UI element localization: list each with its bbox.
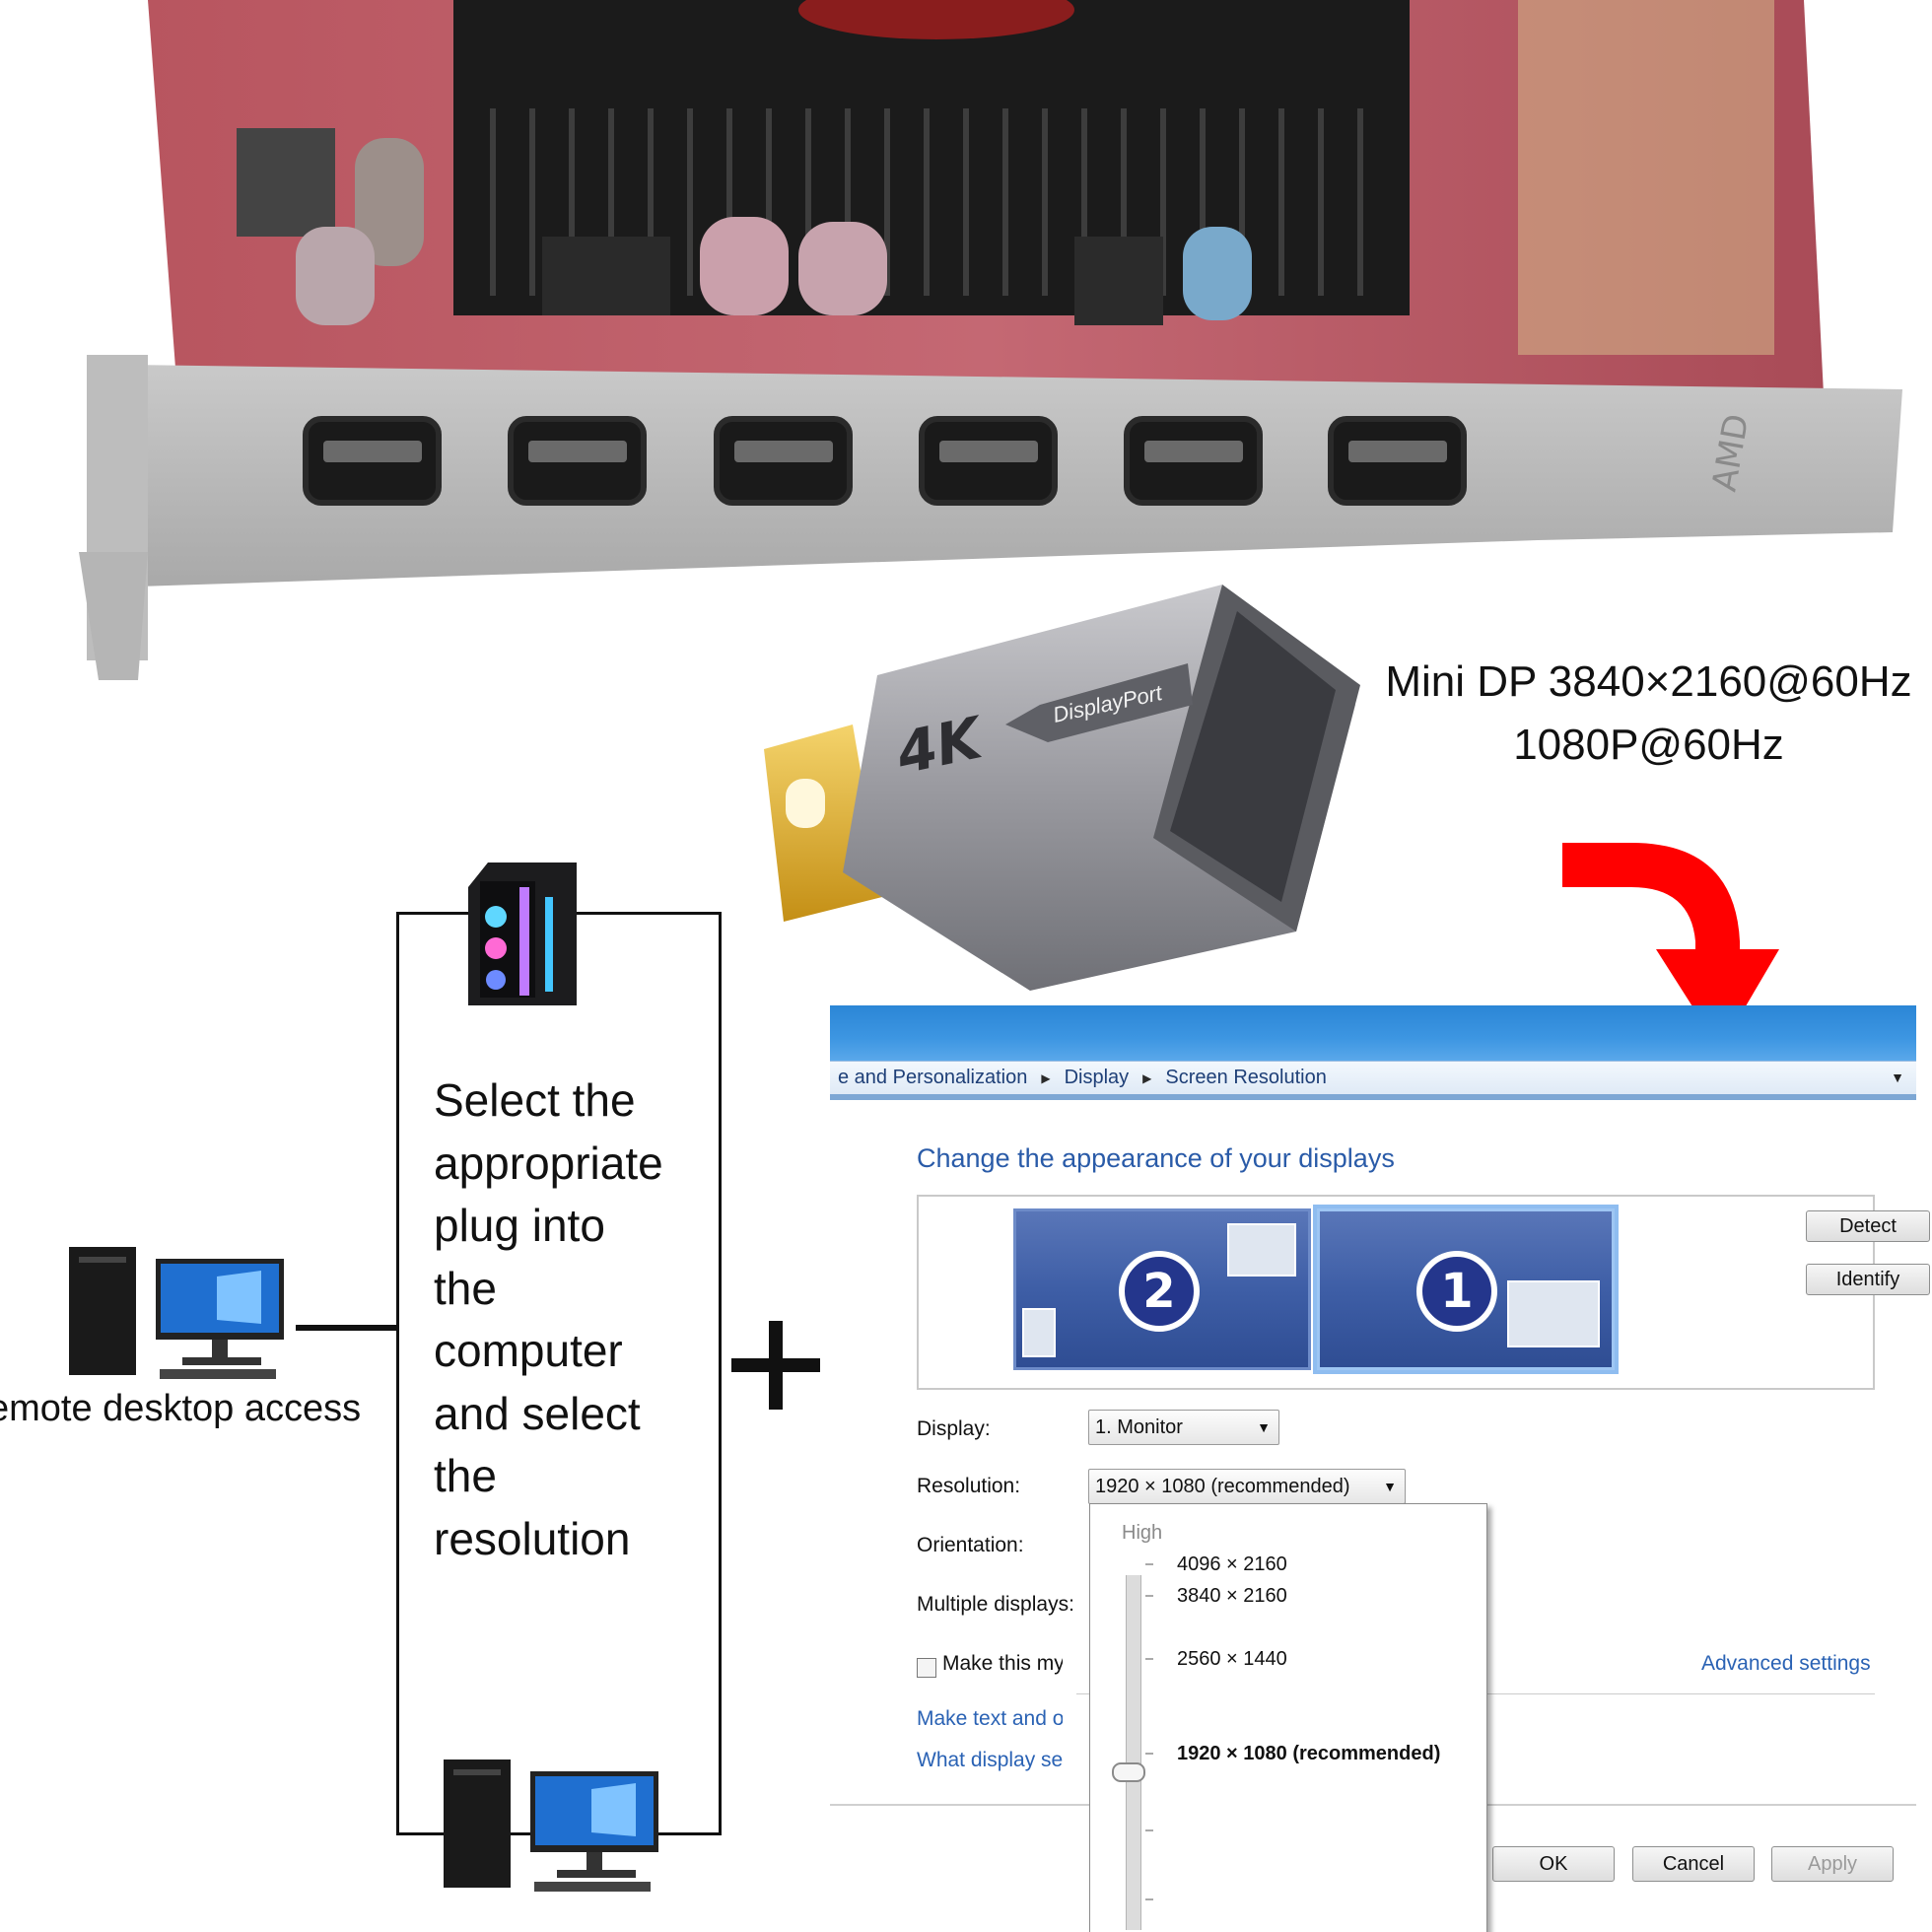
resolution-spec: Mini DP 3840×2160@60Hz 1080P@60Hz [1365, 651, 1932, 777]
window-thumbnail-icon [1227, 1223, 1296, 1276]
instruction-line: computer [434, 1325, 623, 1376]
breadcrumb-personalization[interactable]: e and Personalization [838, 1067, 1028, 1088]
chevron-right-icon[interactable]: ▶ [1142, 1070, 1152, 1085]
chevron-down-icon[interactable]: ▼ [1891, 1070, 1904, 1085]
page-title: Change the appearance of your displays [917, 1143, 1395, 1173]
remote-desktop-label: emote desktop access [0, 1388, 362, 1429]
instruction-line: resolution [434, 1512, 631, 1564]
resolution-option[interactable]: 3840 × 2160 [1177, 1585, 1287, 1607]
window-thumbnail-icon [1022, 1308, 1056, 1357]
advanced-settings-link[interactable]: Advanced settings [1701, 1652, 1871, 1675]
instruction-line: Select the [434, 1074, 636, 1126]
resolution-option[interactable]: 4096 × 2160 [1177, 1553, 1287, 1575]
instruction-line: the [434, 1262, 497, 1314]
slider-tick [1145, 1658, 1153, 1660]
resolution-select[interactable]: 1920 × 1080 (recommended) ▼ [1088, 1469, 1406, 1504]
screen-resolution-window: e and Personalization ▶ Display ▶ Screen… [830, 1005, 1932, 1932]
graphics-card-image: AMD [79, 0, 1902, 680]
window-titlebar[interactable] [830, 1005, 1916, 1061]
text-size-link[interactable]: Make text and other [917, 1707, 1063, 1730]
plus-icon [731, 1321, 820, 1410]
monitor-1-tile[interactable]: 1 [1317, 1208, 1615, 1370]
resolution-option[interactable]: 2560 × 1440 [1177, 1648, 1287, 1670]
instruction-line: plug into [434, 1200, 605, 1251]
resolution-select-value: 1920 × 1080 (recommended) [1095, 1476, 1350, 1497]
instruction-line: appropriate [434, 1137, 663, 1189]
breadcrumb-screen-resolution[interactable]: Screen Resolution [1165, 1067, 1327, 1088]
slider-tick [1145, 1595, 1153, 1597]
resolution-slider-track[interactable] [1126, 1575, 1141, 1930]
connector-line [296, 1325, 398, 1331]
main-display-checkbox[interactable] [917, 1658, 936, 1678]
monitor-2-tile[interactable]: 2 [1013, 1208, 1311, 1370]
monitor-number-badge: 1 [1416, 1251, 1497, 1332]
chevron-right-icon[interactable]: ▶ [1041, 1070, 1051, 1085]
display-label: Display: [917, 1417, 991, 1440]
resolution-slider-thumb[interactable] [1112, 1762, 1145, 1782]
slider-high-label: High [1122, 1522, 1163, 1544]
window-thumbnail-icon [1507, 1280, 1600, 1347]
spec-line-2: 1080P@60Hz [1513, 721, 1784, 769]
slider-tick [1145, 1898, 1153, 1900]
orientation-label: Orientation: [917, 1534, 1024, 1556]
resolution-option-selected[interactable]: 1920 × 1080 (recommended) [1177, 1743, 1441, 1764]
resolution-dropdown[interactable]: High 4096 × 2160 3840 × 2160 2560 × 1440… [1089, 1503, 1487, 1932]
cancel-button[interactable]: Cancel [1632, 1846, 1755, 1882]
apply-button[interactable]: Apply [1771, 1846, 1894, 1882]
address-bar[interactable]: e and Personalization ▶ Display ▶ Screen… [830, 1061, 1916, 1100]
desktop-computer-icon [444, 1760, 658, 1892]
gaming-pc-tower-icon [468, 862, 577, 1005]
ok-button[interactable]: OK [1492, 1846, 1615, 1882]
chevron-down-icon: ▼ [1257, 1419, 1271, 1435]
mini-dp-adapter-image: 4K DisplayPort [764, 585, 1360, 991]
instruction-line: and select [434, 1387, 641, 1439]
monitor-number-badge: 2 [1119, 1251, 1200, 1332]
slider-tick [1145, 1563, 1153, 1565]
main-display-checkbox-label[interactable]: Make this my ma [942, 1652, 1063, 1675]
breadcrumb-display[interactable]: Display [1064, 1067, 1130, 1088]
slider-tick [1145, 1829, 1153, 1831]
display-select[interactable]: 1. Monitor ▼ [1088, 1410, 1279, 1445]
spec-line-1: Mini DP 3840×2160@60Hz [1385, 657, 1912, 706]
slider-tick [1145, 1753, 1153, 1755]
resolution-label: Resolution: [917, 1475, 1021, 1497]
display-settings-help-link[interactable]: What display setting [917, 1749, 1063, 1771]
display-select-value: 1. Monitor [1095, 1416, 1183, 1438]
detect-button[interactable]: Detect [1806, 1210, 1930, 1242]
red-curved-arrow-icon [1562, 843, 1779, 1050]
instruction-text: Select the appropriate plug into the com… [434, 1070, 710, 1570]
chevron-down-icon: ▼ [1383, 1479, 1397, 1494]
multiple-displays-label: Multiple displays: [917, 1593, 1074, 1616]
monitor-arrangement: 2 1 Detect Identify [917, 1195, 1930, 1390]
identify-button[interactable]: Identify [1806, 1264, 1930, 1295]
desktop-computer-icon [69, 1247, 284, 1379]
instruction-line: the [434, 1450, 497, 1501]
